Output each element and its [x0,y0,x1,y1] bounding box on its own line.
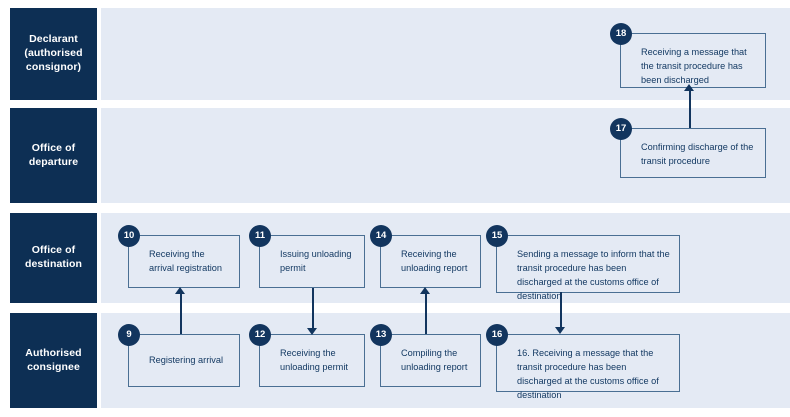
step-box-14[interactable]: 14 Receiving the unloading report [370,225,481,288]
step-number-badge-17: 17 [610,118,632,140]
swimlane-office-of-destination: Office of destination 10 Receiving the a… [10,213,790,303]
lane-body-declarant: 18 Receiving a message that the transit … [101,8,790,100]
step-box-18[interactable]: 18 Receiving a message that the transit … [610,23,766,88]
step-number-badge-10: 10 [118,225,140,247]
arrow-head-up-icon [420,287,430,294]
lane-label-authorised-consignee: Authorised consignee [10,313,97,408]
lane-label-line: departure [28,155,79,168]
arrow-shaft [559,292,562,329]
lane-label-line: consignor) [25,60,82,73]
step-box-17[interactable]: 17 Confirming discharge of the transit p… [610,118,766,178]
arrow-shaft [179,292,182,334]
step-text-13: Compiling the unloading report [401,348,468,372]
step-box-16[interactable]: 16 16. Receiving a message that the tran… [486,324,680,400]
lane-label-line: Declarant [29,33,78,46]
step-text-12: Receiving the unloading permit [280,348,348,372]
step-text-18: Receiving a message that the transit pro… [641,47,747,85]
step-box-12[interactable]: 12 Receiving the unloading permit [249,324,365,387]
step-number-badge-13: 13 [370,324,392,346]
swimlane-authorised-consignee: Authorised consignee 9 Registering arriv… [10,313,790,408]
step-box-11[interactable]: 11 Issuing unloading permit [249,225,365,288]
lane-label-office-of-destination: Office of destination [10,213,97,303]
arrow-head-down-icon [555,327,565,334]
lane-label-office-of-departure: Office of departure [10,108,97,203]
arrow-head-up-icon [175,287,185,294]
arrow-shaft [688,89,691,128]
connector-arrow-11-to-12 [307,288,318,335]
step-text-9: Registering arrival [149,355,224,365]
swimlane-declarant: Declarant (authorised consignor) 18 Rece… [10,8,790,100]
arrow-head-up-icon [684,84,694,91]
step-box-10[interactable]: 10 Receiving the arrival registration [118,225,240,288]
arrow-head-down-icon [307,328,317,335]
step-text-15: Sending a message to inform that the tra… [517,249,670,301]
lane-label-line: consignee [27,360,80,373]
step-text-10: Receiving the arrival registration [149,249,223,273]
step-number-badge-16: 16 [486,324,508,346]
step-text-17: Confirming discharge of the transit proc… [641,142,754,166]
step-box-13[interactable]: 13 Compiling the unloading report [370,324,481,387]
arrow-shaft [311,288,314,330]
connector-arrow-15-to-16 [555,292,566,334]
step-text-16: 16. Receiving a message that the transit… [517,348,659,400]
lane-label-declarant: Declarant (authorised consignor) [10,8,97,100]
step-number-badge-14: 14 [370,225,392,247]
lane-body-authorised-consignee: 9 Registering arrival 12 Receiving the u… [101,313,790,408]
step-number-badge-11: 11 [249,225,271,247]
step-text-14: Receiving the unloading report [401,249,468,273]
connector-arrow-9-to-10 [175,287,186,334]
step-number-badge-12: 12 [249,324,271,346]
step-box-9[interactable]: 9 Registering arrival [118,324,240,387]
step-number-badge-15: 15 [486,225,508,247]
connector-arrow-17-to-18 [684,84,695,128]
swimlane-office-of-departure: Office of departure 17 Confirming discha… [10,108,790,203]
lane-label-line: Authorised [25,346,82,359]
lane-body-office-of-departure: 17 Confirming discharge of the transit p… [101,108,790,203]
connector-arrow-13-to-14 [420,287,431,334]
lane-label-line: Office of [31,244,76,257]
lane-label-line: (authorised [24,47,83,60]
step-number-badge-9: 9 [118,324,140,346]
lane-label-line: Office of [31,141,76,154]
step-box-15[interactable]: 15 Sending a message to inform that the … [486,225,680,301]
lane-label-line: destination [24,258,83,270]
step-number-badge-18: 18 [610,23,632,45]
step-text-11: Issuing unloading permit [280,249,352,273]
arrow-shaft [424,292,427,334]
lane-body-office-of-destination: 10 Receiving the arrival registration 11… [101,213,790,303]
